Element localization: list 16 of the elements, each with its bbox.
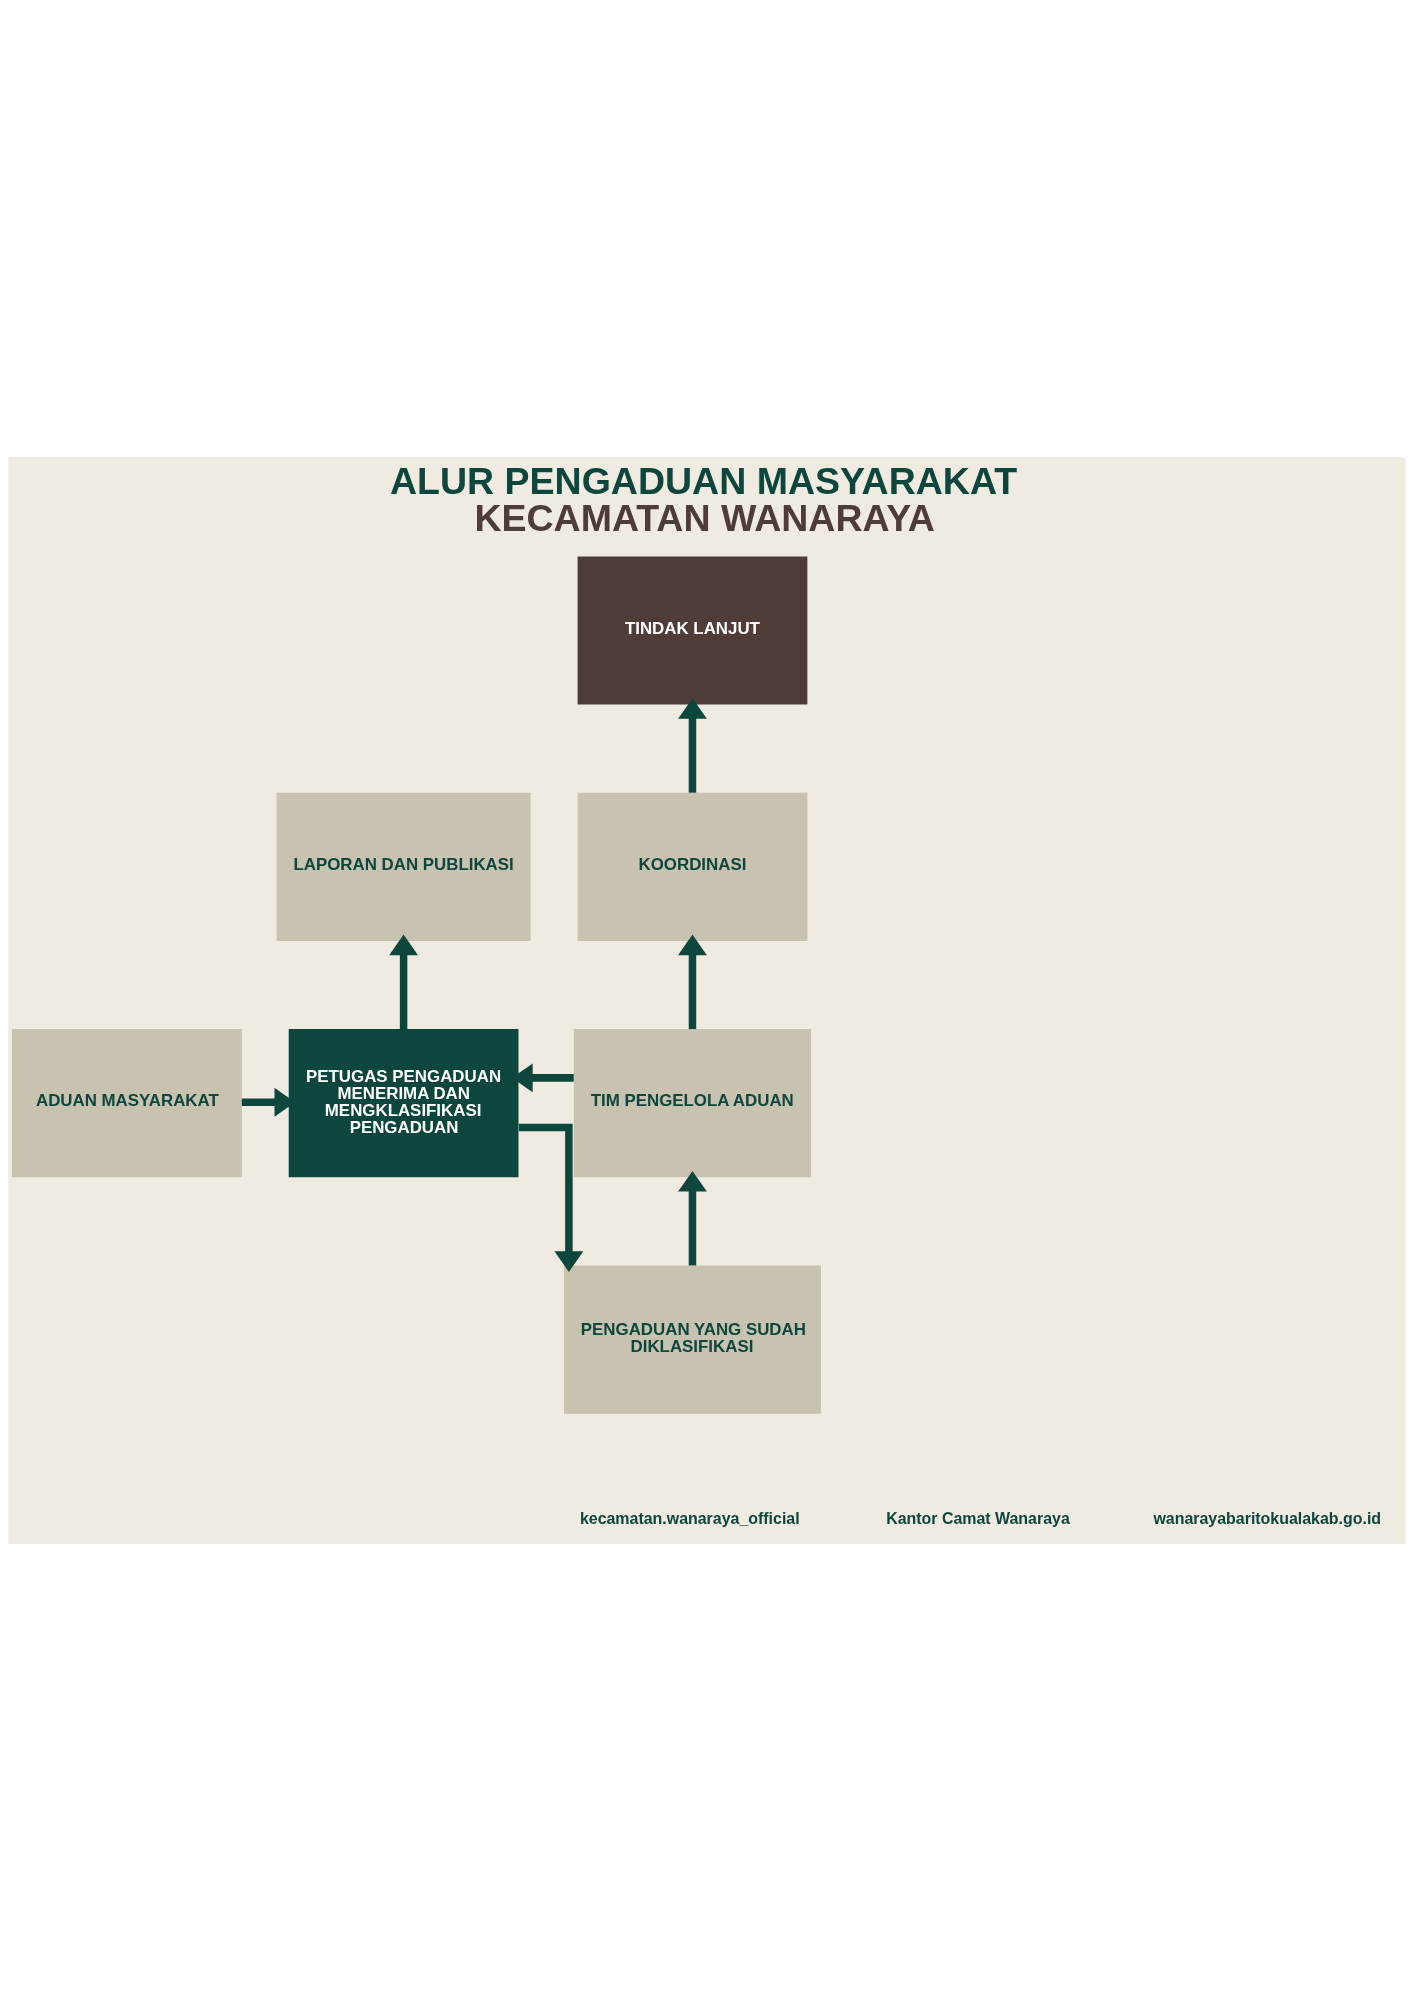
diagram-title: ALUR PENGADUAN MASYARAKAT KECAMATAN WANARAYA: [390, 459, 1018, 539]
node-box: KOORDINASI: [577, 792, 808, 941]
node-box: PENGADUAN YANG SUDAH DIKLASIFIKASI: [563, 1264, 821, 1414]
arrow: [389, 934, 419, 1029]
node-box: TIM PENGELOLA ADUAN: [573, 1028, 812, 1177]
label: wanarayabaritokualakab.go.id: [1153, 1509, 1382, 1527]
node-box: TINDAK LANJUT: [577, 555, 808, 705]
label: kecamatan.wanaraya_official: [579, 1509, 800, 1527]
node-box: LAPORAN DAN PUBLIKASI: [276, 792, 531, 941]
arrow: [678, 934, 707, 1029]
arrow: [518, 1123, 584, 1272]
node-box: ADUAN MASYARAKAT: [12, 1028, 242, 1177]
arrow: [678, 697, 707, 793]
label: Kantor Camat Wanaraya: [886, 1509, 1070, 1527]
arrow: [678, 1170, 707, 1265]
node-box: PETUGAS PENGADUAN MENERIMA DAN MENGKLASIFIKASI PENGADUAN: [288, 1028, 519, 1177]
